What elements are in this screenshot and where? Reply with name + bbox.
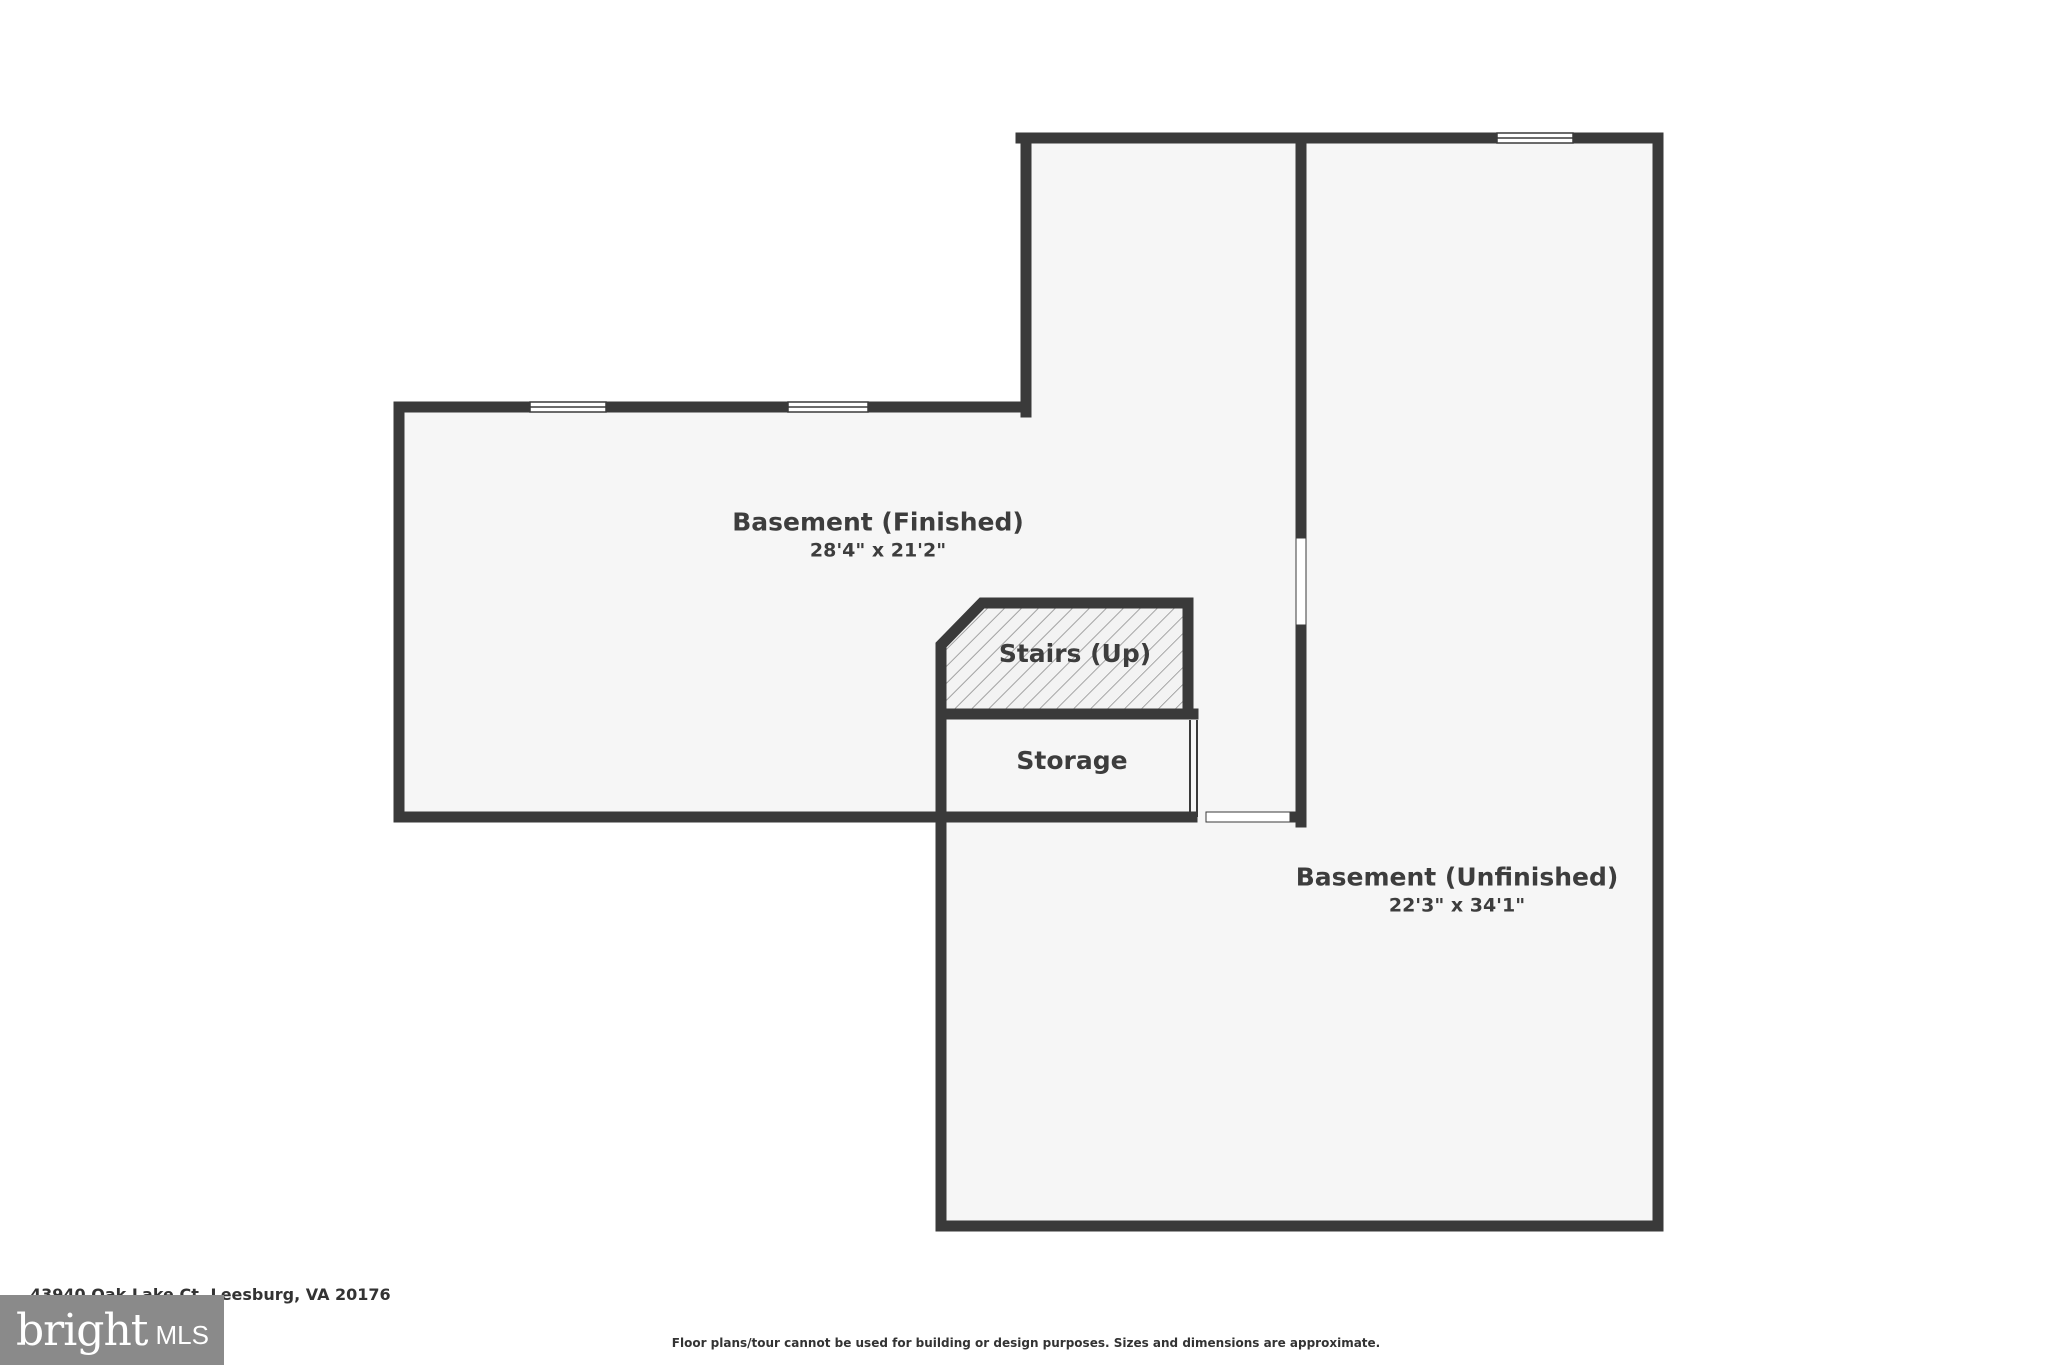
disclaimer-text: Floor plans/tour cannot be used for buil… (671, 1336, 1381, 1350)
bright-mls-logo: bright MLS (0, 1295, 224, 1365)
logo-brand-text: bright (16, 1304, 148, 1356)
unfinished-room-dims: 22'3" x 34'1" (1388, 894, 1526, 917)
unfinished-room-label: Basement (Unfinished) 22'3" x 34'1" (1296, 863, 1619, 918)
storage-label: Storage (1016, 746, 1127, 776)
stairs-wall (935, 597, 1194, 828)
stairs-area (941, 600, 1183, 712)
storage-name: Storage (1016, 746, 1128, 775)
finished-room-name: Basement (Finished) (732, 507, 1024, 537)
unfinished-lower-floor (943, 818, 1653, 1221)
logo-sub-text: MLS (155, 1319, 209, 1350)
finished-room-label: Basement (Finished) 28'4" x 21'2" (732, 508, 1024, 563)
divider-opening (1295, 537, 1307, 626)
finished-outer-wall (393, 401, 1198, 823)
stairs-name: Stairs (Up) (998, 639, 1152, 668)
stairs-label: Stairs (Up) (999, 639, 1151, 669)
bottom-opening (1205, 811, 1291, 823)
finished-room-dims: 28'4" x 21'2" (809, 539, 947, 562)
unfinished-room-name: Basement (Unfinished) (1295, 862, 1619, 892)
